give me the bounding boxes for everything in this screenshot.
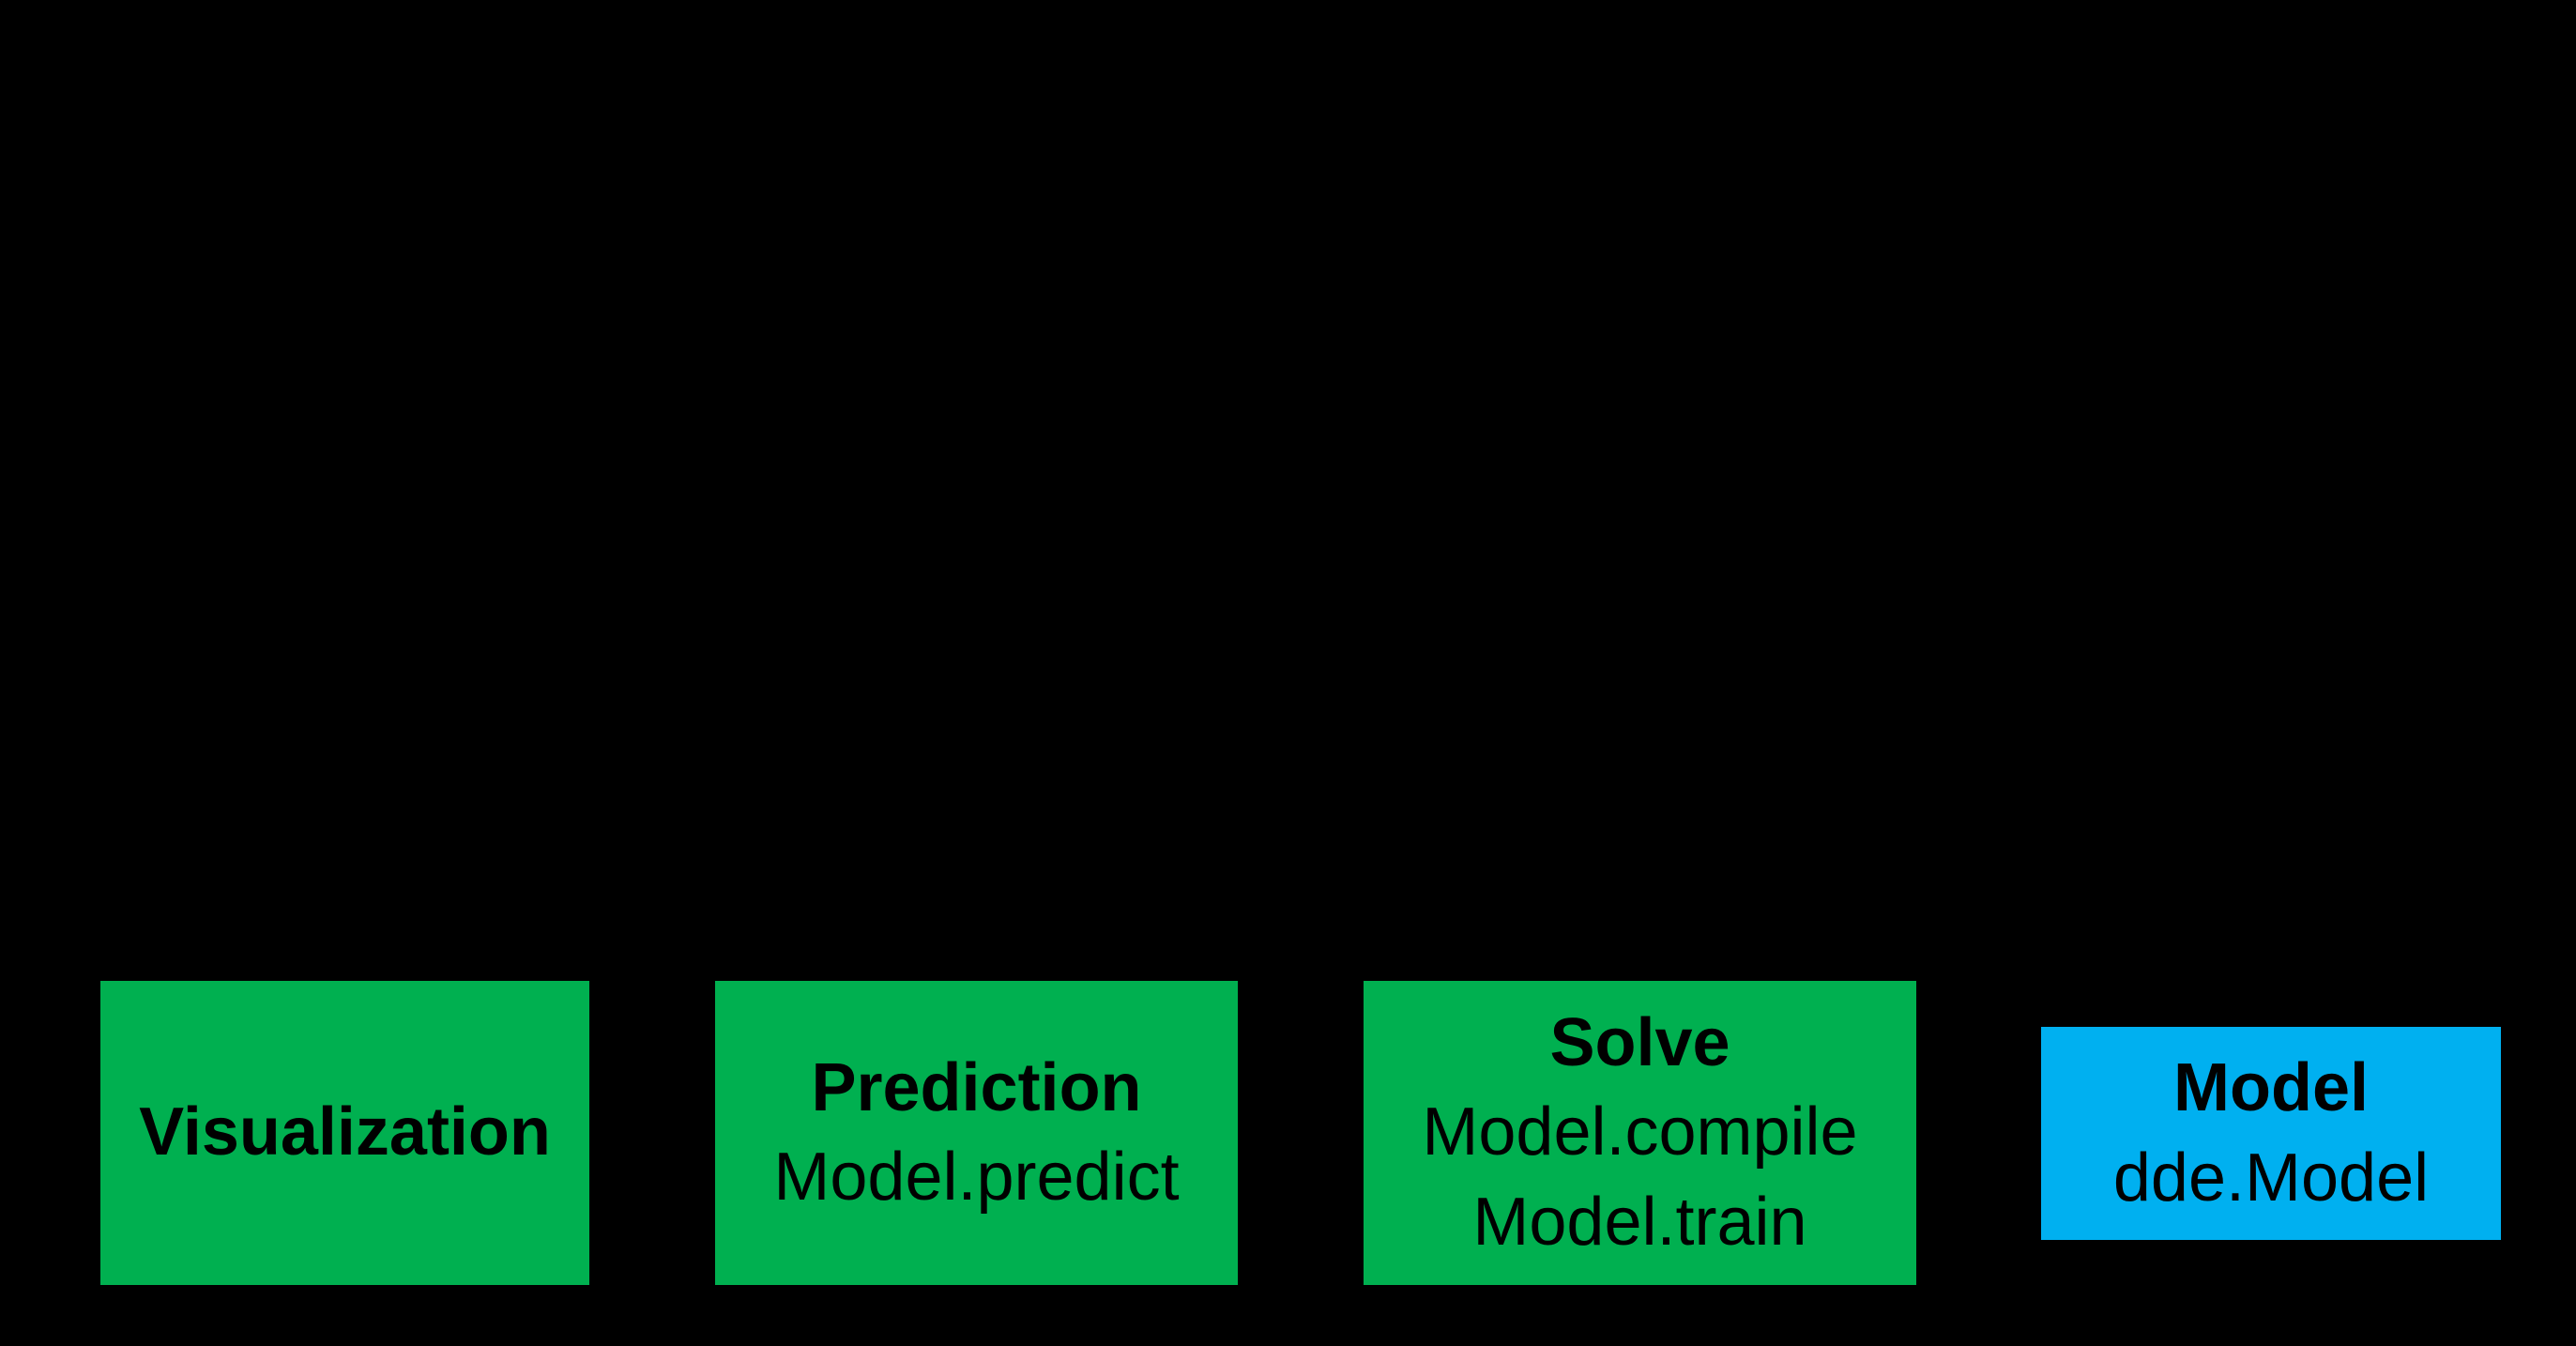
model-box-class: dde.Model <box>2112 1140 2430 1216</box>
prediction-box-method: Model.predict <box>773 1140 1180 1215</box>
prediction-box-title: Prediction <box>811 1049 1142 1125</box>
model-box: Model dde.Model <box>2041 1027 2501 1240</box>
solve-box-method-train: Model.train <box>1472 1184 1807 1260</box>
visualization-box: Visualization <box>100 981 589 1285</box>
model-box-title: Model <box>2173 1050 2369 1126</box>
solve-box-method-compile: Model.compile <box>1422 1094 1858 1170</box>
solve-box-title: Solve <box>1549 1005 1730 1081</box>
prediction-box: Prediction Model.predict <box>715 981 1238 1285</box>
visualization-box-title: Visualization <box>139 1094 551 1170</box>
solve-box: Solve Model.compile Model.train <box>1364 981 1916 1285</box>
